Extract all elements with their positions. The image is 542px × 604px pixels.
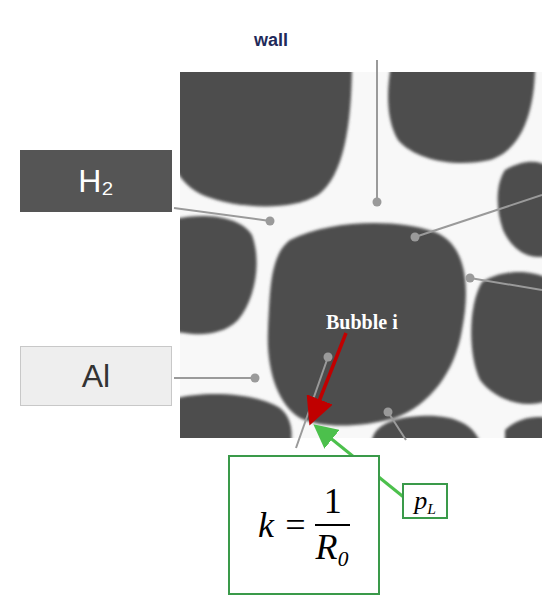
fraction-bar xyxy=(315,524,350,526)
box-text: Al xyxy=(82,358,110,395)
node-content: pL xyxy=(414,486,436,516)
wall-label: wall xyxy=(254,30,288,51)
leader-lines xyxy=(174,60,542,448)
box-text: H₂ xyxy=(78,163,114,200)
denominator: R₀ xyxy=(315,528,350,568)
gas-box: H₂ xyxy=(20,150,172,212)
radius-arrow xyxy=(312,333,346,419)
pressure-box: pL xyxy=(402,483,448,519)
metal-box: Al xyxy=(20,346,172,406)
leader-dots xyxy=(251,198,475,417)
node-content: Al xyxy=(82,358,110,395)
fraction: 1R₀ xyxy=(315,482,350,567)
bubble-label: Bubble i xyxy=(326,311,398,334)
formula-symbol: k = xyxy=(258,504,307,546)
bubbles xyxy=(180,72,542,438)
node-content: k =1R₀ xyxy=(258,482,350,567)
numerator: 1 xyxy=(324,482,342,522)
subscript: L xyxy=(427,500,436,518)
formula-symbol: p xyxy=(414,486,427,516)
node-content: H₂ xyxy=(78,163,114,200)
curvature-box: k =1R₀ xyxy=(228,455,380,595)
